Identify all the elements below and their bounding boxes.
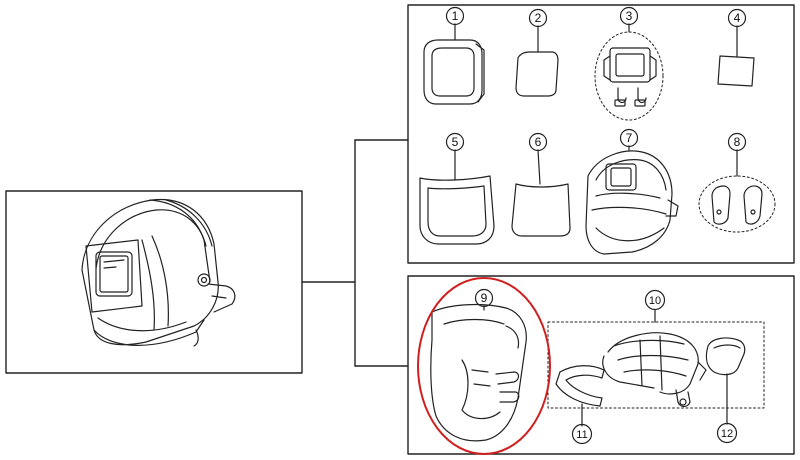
callout-5: 5 bbox=[445, 132, 465, 152]
callout-1: 1 bbox=[445, 6, 465, 26]
callout-4: 4 bbox=[727, 8, 747, 28]
part-12-illustration bbox=[705, 337, 746, 425]
overview-box bbox=[5, 190, 303, 374]
callout-10: 10 bbox=[644, 289, 666, 311]
bracket-connector bbox=[301, 139, 409, 367]
callout-8: 8 bbox=[727, 132, 747, 152]
callout-10-number: 10 bbox=[649, 295, 661, 307]
part-5-illustration bbox=[419, 149, 495, 245]
part-4-illustration bbox=[717, 25, 755, 87]
callout-9: 9 bbox=[474, 288, 494, 308]
callout-5-number: 5 bbox=[452, 135, 459, 149]
part-7-illustration bbox=[585, 145, 679, 255]
upper-parts-box bbox=[407, 4, 795, 264]
callout-7-number: 7 bbox=[626, 131, 633, 145]
lower-parts-box bbox=[407, 275, 795, 455]
part-2-illustration bbox=[515, 25, 559, 97]
assembled-helmet-illustration bbox=[81, 198, 236, 347]
callout-2-number: 2 bbox=[535, 11, 542, 25]
part-8-illustration bbox=[698, 149, 776, 233]
callout-9-number: 9 bbox=[481, 291, 488, 305]
callout-12: 12 bbox=[716, 422, 738, 444]
part-11-illustration bbox=[555, 365, 605, 427]
callout-3-number: 3 bbox=[626, 9, 633, 23]
part-1-illustration bbox=[423, 23, 485, 105]
callout-12-number: 12 bbox=[721, 428, 733, 440]
part-3-illustration bbox=[594, 23, 664, 121]
callout-7: 7 bbox=[619, 128, 639, 148]
callout-3: 3 bbox=[619, 6, 639, 26]
highlight-circle bbox=[417, 277, 551, 455]
part-10-group-frame bbox=[547, 321, 765, 409]
callout-2: 2 bbox=[528, 8, 548, 28]
part-10-illustration bbox=[602, 309, 707, 408]
callout-11: 11 bbox=[571, 423, 593, 445]
callout-8-number: 8 bbox=[734, 135, 741, 149]
callout-1-number: 1 bbox=[452, 9, 459, 23]
part-6-illustration bbox=[511, 149, 571, 237]
callout-4-number: 4 bbox=[734, 11, 741, 25]
part-9-illustration bbox=[430, 303, 527, 442]
callout-11-number: 11 bbox=[576, 429, 587, 441]
callout-6-number: 6 bbox=[535, 135, 542, 149]
callout-6: 6 bbox=[528, 132, 548, 152]
